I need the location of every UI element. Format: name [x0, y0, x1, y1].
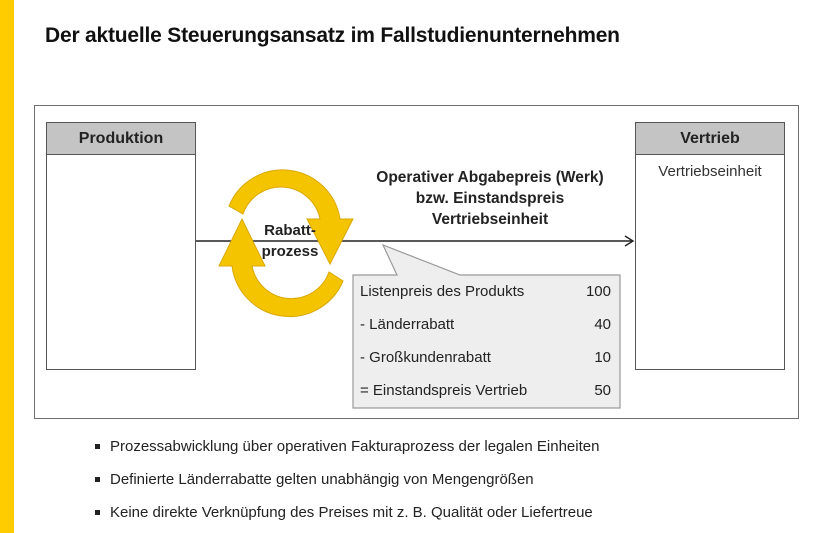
table-row: = Einstandspreis Vertrieb 50: [353, 374, 619, 407]
unit-produktion-header: Produktion: [47, 123, 195, 155]
bullet-text: Keine direkte Verknüpfung des Preises mi…: [110, 504, 593, 521]
unit-produktion: Produktion: [46, 122, 196, 370]
callout-bubble: [352, 243, 621, 409]
price-flow-line-1: Operativer Abgabepreis (Werk): [376, 169, 604, 186]
bullet-square-icon: [95, 444, 100, 449]
row-label: - Großkundenrabatt: [360, 349, 491, 366]
row-value: 100: [585, 283, 611, 300]
price-calculation-table: Listenpreis des Produkts 100 - Länderrab…: [353, 275, 619, 407]
row-value: 10: [594, 349, 611, 366]
bullet-text: Prozessabwicklung über operativen Faktur…: [110, 438, 600, 455]
price-flow-line-3: Vertriebseinheit: [431, 211, 549, 228]
cycle-label-line-2: prozess: [261, 243, 319, 260]
cycle-label-line-1: Rabatt-: [264, 222, 316, 239]
table-row: - Großkundenrabatt 10: [353, 341, 619, 374]
row-label: = Einstandspreis Vertrieb: [360, 382, 528, 399]
bullet-square-icon: [95, 510, 100, 515]
bullet-text: Definierte Länderrabatte gelten unabhäng…: [110, 471, 534, 488]
row-label: Listenpreis des Produkts: [360, 283, 525, 300]
price-flow-line-2: bzw. Einstandspreis: [415, 190, 565, 207]
bullet-list: Prozessabwicklung über operativen Faktur…: [95, 430, 599, 529]
row-value: 50: [594, 382, 611, 399]
unit-vertrieb: Vertrieb Vertriebseinheit: [635, 122, 785, 370]
price-flow-label: Operativer Abgabepreis (Werk) bzw. Einst…: [330, 167, 650, 230]
unit-vertrieb-body: Vertriebseinheit: [658, 163, 762, 180]
row-label: - Länderrabatt: [360, 316, 455, 333]
list-item: Definierte Länderrabatte gelten unabhäng…: [95, 463, 599, 496]
list-item: Keine direkte Verknüpfung des Preises mi…: [95, 496, 599, 529]
slide-title: Der aktuelle Steuerungsansatz im Fallstu…: [45, 24, 620, 47]
unit-vertrieb-header: Vertrieb: [636, 123, 784, 155]
row-value: 40: [594, 316, 611, 333]
list-item: Prozessabwicklung über operativen Faktur…: [95, 430, 599, 463]
cycle-label: Rabatt- prozess: [240, 220, 340, 262]
accent-bar: [0, 0, 14, 533]
price-flow-arrow-icon: [196, 235, 635, 247]
table-row: - Länderrabatt 40: [353, 308, 619, 341]
cycle-arrows-icon: [218, 169, 354, 318]
table-row: Listenpreis des Produkts 100: [353, 275, 619, 308]
bullet-square-icon: [95, 477, 100, 482]
